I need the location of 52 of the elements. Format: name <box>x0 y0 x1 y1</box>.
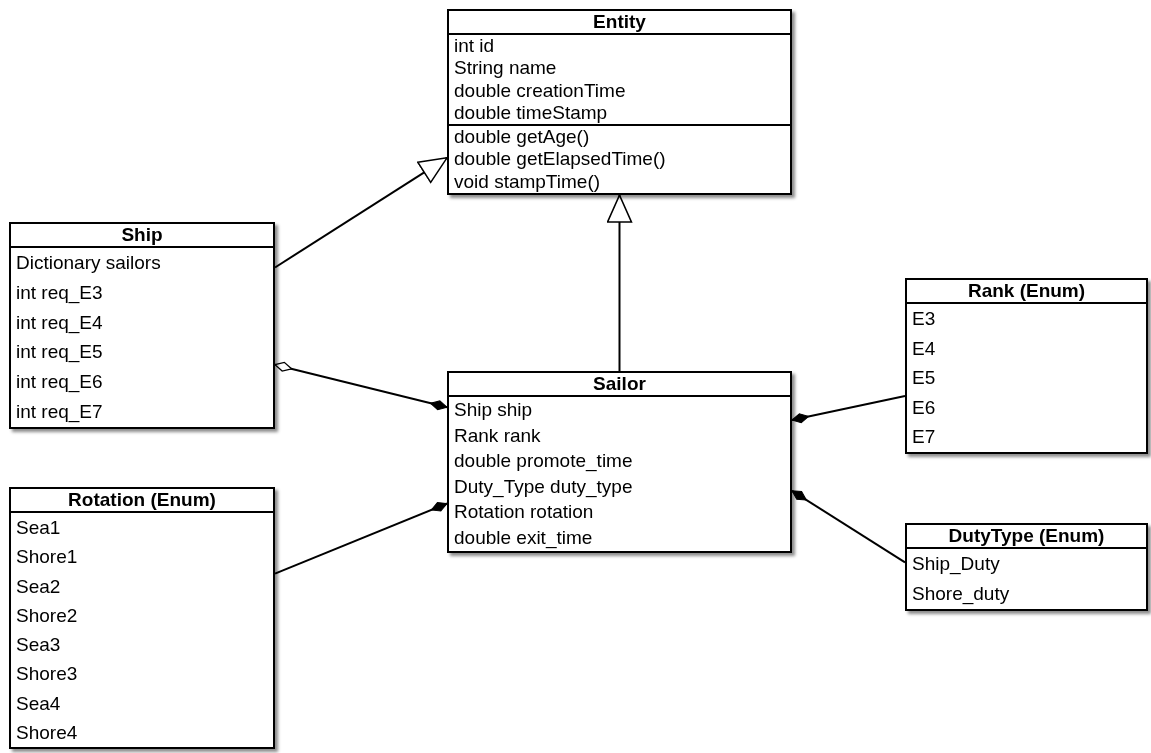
attribute-text: Sea3 <box>15 633 62 658</box>
method-text: void stampTime() <box>453 170 602 194</box>
attribute-text: double creationTime <box>453 79 627 102</box>
class-name: Sailor <box>449 373 790 397</box>
attribute-text: E6 <box>911 395 937 420</box>
attribute-text: double exit_time <box>453 525 594 551</box>
attribute-text: int req_E5 <box>15 340 104 365</box>
inheritance-arrow <box>606 194 633 372</box>
attribute-text: E3 <box>911 307 937 331</box>
attribute-text: Shore2 <box>15 603 79 628</box>
class-box <box>905 523 1148 611</box>
attribute-text: Shore4 <box>15 721 79 746</box>
class-box <box>9 487 275 750</box>
class-name: Rank (Enum) <box>907 280 1146 304</box>
attribute-text: double timeStamp <box>453 101 609 125</box>
attribute-text: Ship_Duty <box>911 552 1001 577</box>
attribute-text: int req_E7 <box>15 400 104 425</box>
class-name: Entity <box>449 11 790 35</box>
attribute-text: Duty_Type duty_type <box>453 474 634 500</box>
attribute-text: Sea4 <box>15 691 62 716</box>
attribute-text: Ship ship <box>453 398 534 422</box>
class-name: DutyType (Enum) <box>907 525 1146 549</box>
method-text: double getAge() <box>449 124 790 149</box>
attribute-text: Sea2 <box>15 574 62 599</box>
attribute-text: Rank rank <box>453 423 542 448</box>
attribute-text: int id <box>453 35 496 58</box>
attribute-text: String name <box>453 57 558 80</box>
class-box <box>447 371 792 553</box>
class-name: Ship <box>11 224 273 248</box>
attribute-text: Dictionary sailors <box>15 251 162 275</box>
attribute-text: Sea1 <box>15 516 62 540</box>
composition-line <box>791 489 906 564</box>
class-box <box>905 278 1148 454</box>
attribute-text: E4 <box>911 336 937 361</box>
attribute-text: E7 <box>911 425 937 450</box>
attribute-text: int req_E3 <box>15 280 104 306</box>
attribute-text: Shore_duty <box>911 581 1011 607</box>
attribute-text: Shore1 <box>15 545 79 570</box>
class-box <box>447 9 792 196</box>
attribute-text: double promote_time <box>453 449 634 474</box>
attribute-text: E5 <box>911 366 937 391</box>
class-box <box>9 222 275 429</box>
attribute-text: Shore3 <box>15 662 79 687</box>
class-name: Rotation (Enum) <box>11 489 273 513</box>
attribute-text: int req_E6 <box>15 370 104 395</box>
inheritance-arrow <box>274 156 448 269</box>
aggregation-line <box>274 361 448 411</box>
method-text: double getElapsedTime() <box>453 148 667 171</box>
attribute-text: int req_E4 <box>15 310 104 336</box>
attribute-text: Rotation rotation <box>453 500 595 525</box>
composition-line <box>274 502 448 575</box>
composition-line <box>791 394 906 424</box>
